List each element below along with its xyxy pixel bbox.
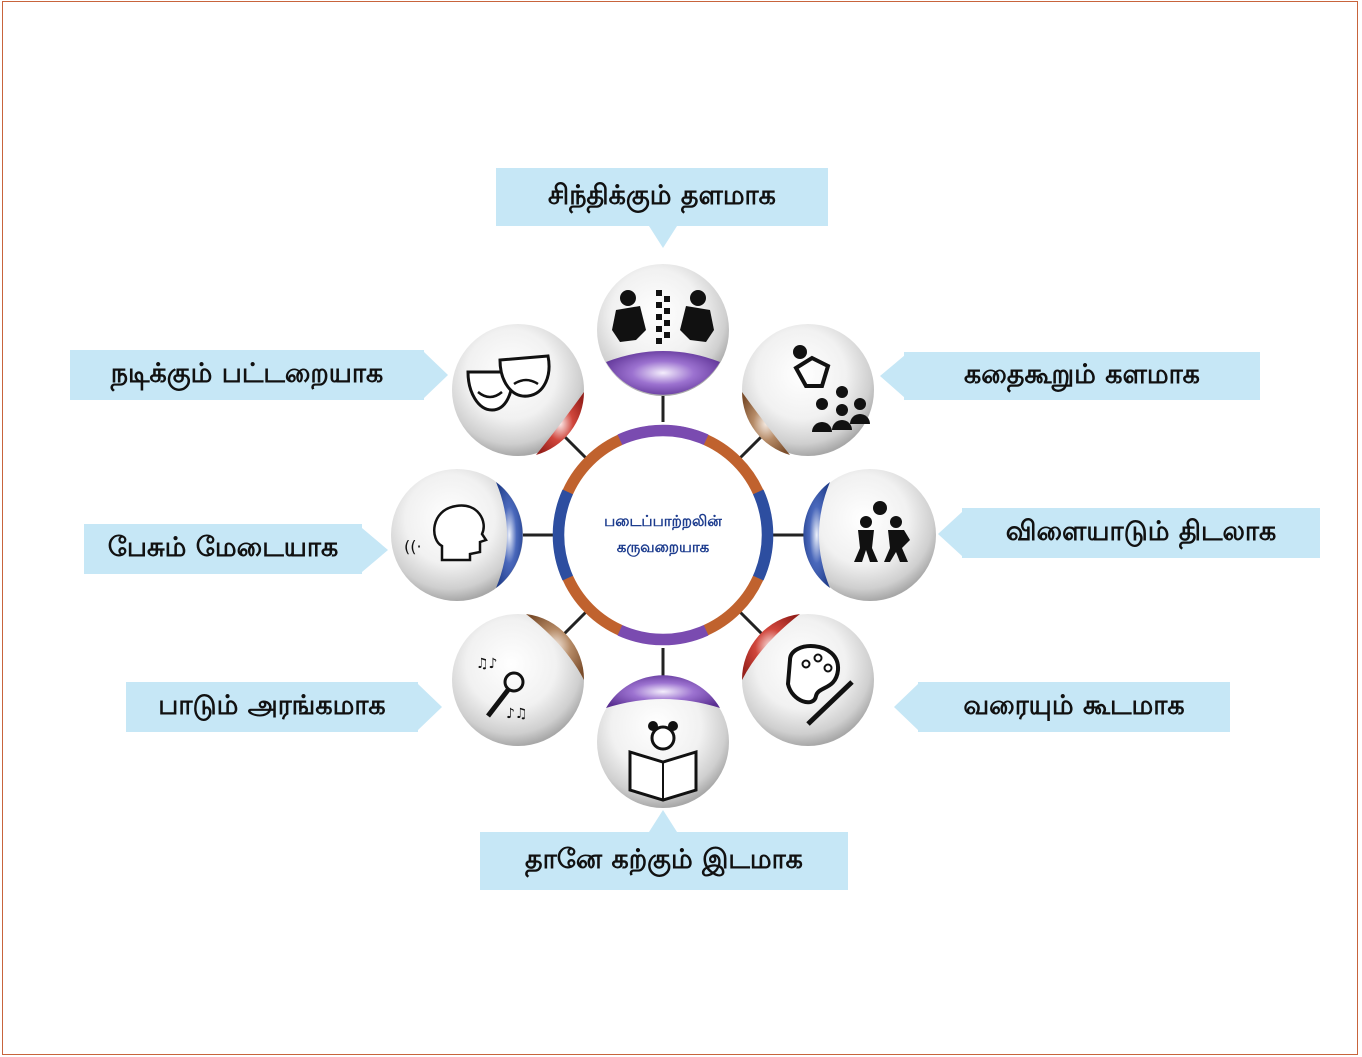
node-story — [742, 324, 874, 456]
speaking-head-icon: ((· — [404, 504, 488, 562]
label-play: விளையாடும் திடலாக — [962, 508, 1320, 558]
label-act: நடிக்கும் பட்டறையாக — [70, 350, 424, 400]
children-playing-ball-icon — [854, 501, 910, 562]
label-think: சிந்திக்கும் தளமாக — [496, 168, 828, 226]
label-pointers — [362, 226, 962, 832]
label-story: கதைகூறும் களமாக — [904, 352, 1260, 400]
connector-lines — [520, 395, 806, 676]
svg-text:((·: ((· — [404, 537, 422, 556]
svg-text:♫♪: ♫♪ — [476, 656, 498, 672]
storytelling-group-icon — [793, 345, 870, 432]
center-title-line1: படைப்பாற்றலின் — [604, 512, 722, 530]
center-ring — [552, 424, 774, 646]
center-title-line2: கருவறையாக — [616, 538, 710, 556]
label-learn: தானே கற்கும் இடமாக — [480, 832, 848, 890]
theatre-masks-icon — [466, 354, 551, 412]
svg-text:♪♫: ♪♫ — [506, 706, 528, 722]
center-title: படைப்பாற்றலின் கருவறையாக — [560, 508, 766, 560]
label-draw: வரையும் கூடமாக — [918, 682, 1230, 732]
singing-microphone-icon: ♫♪ ♪♫ — [476, 656, 528, 722]
label-sing: பாடும் அரங்கமாக — [126, 682, 418, 732]
two-people-building-blocks-icon — [612, 290, 714, 344]
label-speak: பேசும் மேடையாக — [84, 524, 362, 574]
node-sing — [452, 614, 585, 746]
paint-palette-brush-icon — [785, 644, 854, 726]
child-reading-book-icon — [628, 721, 698, 802]
